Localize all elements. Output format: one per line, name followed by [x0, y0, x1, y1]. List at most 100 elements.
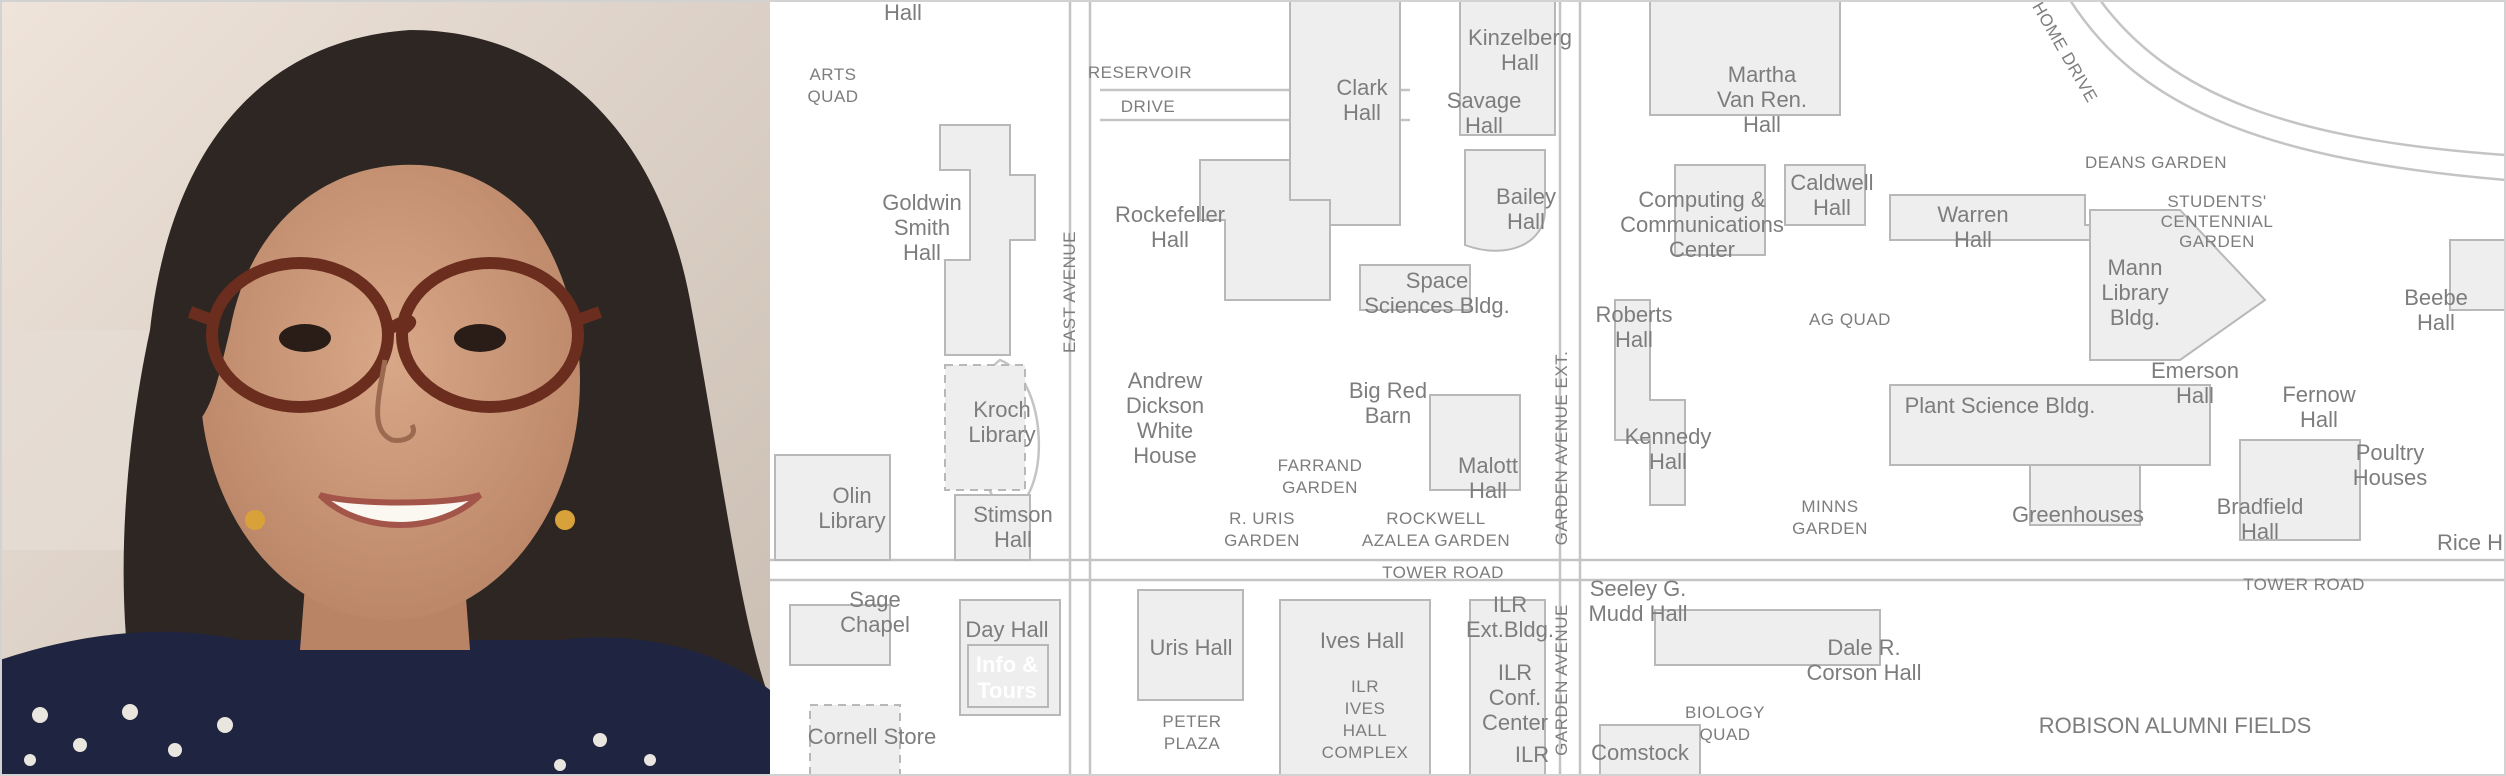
- clark-hall-building: [1289, 0, 1401, 226]
- label-ilr-ives-3: HALL: [1343, 721, 1388, 740]
- label-r-uris-2: GARDEN: [1224, 531, 1300, 550]
- right-earring: [555, 510, 575, 530]
- label-arts-quad-2: QUAD: [807, 87, 858, 106]
- bailey-hall-building: [1464, 149, 1546, 252]
- label-garden-avenue-ext: GARDEN AVENUE EXT.: [1552, 351, 1571, 546]
- label-adw-2: Dickson: [1126, 393, 1204, 418]
- bradfield-hall-building: [2239, 439, 2361, 541]
- right-eye: [454, 324, 506, 352]
- label-space-sciences-1: Space: [1406, 268, 1468, 293]
- label-kroch-2: Library: [968, 422, 1035, 447]
- label-rockefeller-1: Rockefeller: [1115, 202, 1225, 227]
- left-earring: [245, 510, 265, 530]
- label-savage-1: Savage: [1447, 88, 1522, 113]
- label-clark-hall-1: Clark: [1336, 75, 1388, 100]
- info-tours-box: [967, 644, 1049, 708]
- goldwin-smith-building: [939, 124, 1036, 356]
- label-r-uris-1: R. URIS: [1229, 509, 1295, 528]
- label-ilr-bottom: ILR: [1515, 742, 1549, 767]
- label-info-tours-2: Tours: [977, 678, 1036, 703]
- label-arts-quad-1: ARTS: [809, 65, 856, 84]
- portrait-photo: [0, 0, 770, 776]
- label-malott-2: Hall: [1469, 478, 1507, 503]
- label-biology-quad-2: QUAD: [1699, 725, 1750, 744]
- label-garden-avenue: GARDEN AVENUE: [1552, 604, 1571, 756]
- label-kinzelberg-1: Kinzelberg: [1468, 25, 1572, 50]
- cornell-store-building: [809, 704, 901, 776]
- label-emerson-1: Emerson: [2151, 358, 2239, 383]
- label-ilr-ives-4: COMPLEX: [1322, 743, 1409, 762]
- label-corson-2: Corson Hall: [1807, 660, 1922, 685]
- label-bailey-2: Hall: [1507, 209, 1545, 234]
- kinzelberg-savage-building: [1459, 0, 1556, 136]
- label-clark-hall-2: Hall: [1343, 100, 1381, 125]
- label-mann-1: Mann: [2107, 255, 2162, 280]
- portrait-illustration: [0, 0, 770, 776]
- label-adw-1: Andrew: [1128, 368, 1203, 393]
- label-ives-hall: Ives Hall: [1320, 628, 1404, 653]
- label-kennedy-2: Hall: [1649, 449, 1687, 474]
- label-caldwell-2: Hall: [1813, 195, 1851, 220]
- label-computing-2: Communications: [1620, 212, 1784, 237]
- label-stimson-2: Hall: [994, 527, 1032, 552]
- clothing-flower-pattern: [24, 704, 656, 771]
- label-rockwell-2: AZALEA GARDEN: [1362, 531, 1510, 550]
- campus-map-canvas: Hall ARTS QUAD RESERVOIR DRIVE Clark Hal…: [770, 0, 2506, 776]
- label-computing-3: Center: [1669, 237, 1735, 262]
- label-kennedy-1: Kennedy: [1625, 424, 1712, 449]
- label-ilr-conf-1: ILR: [1498, 660, 1532, 685]
- label-ilr-ives-1: ILR: [1351, 677, 1379, 696]
- map-buildings: [774, 0, 2506, 776]
- ives-hall-building: [1279, 599, 1431, 776]
- plant-science-building: [1889, 384, 2211, 466]
- label-olin-1: Olin: [832, 483, 871, 508]
- mudd-corson-building: [1654, 609, 1881, 666]
- label-fernow-1: Fernow: [2282, 382, 2355, 407]
- label-uris-hall: Uris Hall: [1149, 635, 1232, 660]
- home-drive-road: [2068, 0, 2506, 182]
- label-goldwin-3: Hall: [903, 240, 941, 265]
- label-martha-3: Hall: [1743, 112, 1781, 137]
- label-olin-2: Library: [818, 508, 885, 533]
- label-bradfield-2: Hall: [2241, 519, 2279, 544]
- label-ag-quad: AG QUAD: [1809, 310, 1891, 329]
- map-labels: Hall ARTS QUAD RESERVOIR DRIVE Clark Hal…: [807, 0, 2503, 767]
- label-farrand-1: FARRAND: [1278, 456, 1363, 475]
- label-ilr-ives-2: IVES: [1345, 699, 1386, 718]
- label-robison-fields: ROBISON ALUMNI FIELDS: [2039, 713, 2312, 738]
- sage-chapel-building: [789, 604, 891, 666]
- computing-center-building: [1674, 164, 1766, 256]
- label-peter-plaza-2: PLAZA: [1164, 734, 1221, 753]
- label-fernow-2: Hall: [2300, 407, 2338, 432]
- label-biology-quad-1: BIOLOGY: [1685, 703, 1765, 722]
- label-sage-1: Sage: [849, 587, 900, 612]
- label-roberts-2: Hall: [1615, 327, 1653, 352]
- label-students-3: GARDEN: [2179, 232, 2255, 251]
- label-greenhouses: Greenhouses: [2012, 502, 2144, 527]
- label-martha-1: Martha: [1728, 62, 1797, 87]
- home-drive-road-edge: [2098, 0, 2506, 157]
- label-seeley-1: Seeley G.: [1590, 576, 1687, 601]
- label-bailey-1: Bailey: [1496, 184, 1556, 209]
- hair-front: [199, 99, 591, 420]
- label-space-sciences-2: Sciences Bldg.: [1364, 293, 1510, 318]
- label-ilr-conf-3: Center: [1482, 710, 1548, 735]
- label-poultry-1: Poultry: [2356, 440, 2424, 465]
- nose: [375, 359, 416, 443]
- label-drive: DRIVE: [1121, 97, 1175, 116]
- label-students-2: CENTENNIAL: [2161, 212, 2274, 231]
- space-sciences-building: [1359, 264, 1471, 311]
- label-east-avenue: EAST AVENUE: [1060, 231, 1079, 353]
- beebe-hall-building: [2449, 239, 2506, 311]
- label-mann-3: Bldg.: [2110, 305, 2160, 330]
- label-adw-3: White: [1137, 418, 1193, 443]
- label-rice-hall: Rice H: [2437, 530, 2503, 555]
- label-info-tours-1: Info &: [976, 652, 1038, 677]
- campus-map: Hall ARTS QUAD RESERVOIR DRIVE Clark Hal…: [770, 0, 2506, 776]
- label-big-red-barn-2: Barn: [1365, 403, 1411, 428]
- label-comstock: Comstock: [1591, 740, 1690, 765]
- label-corson-1: Dale R.: [1827, 635, 1900, 660]
- kroch-library-building: [944, 364, 1026, 491]
- label-reservoir: RESERVOIR: [1088, 63, 1192, 82]
- label-sage-2: Chapel: [840, 612, 910, 637]
